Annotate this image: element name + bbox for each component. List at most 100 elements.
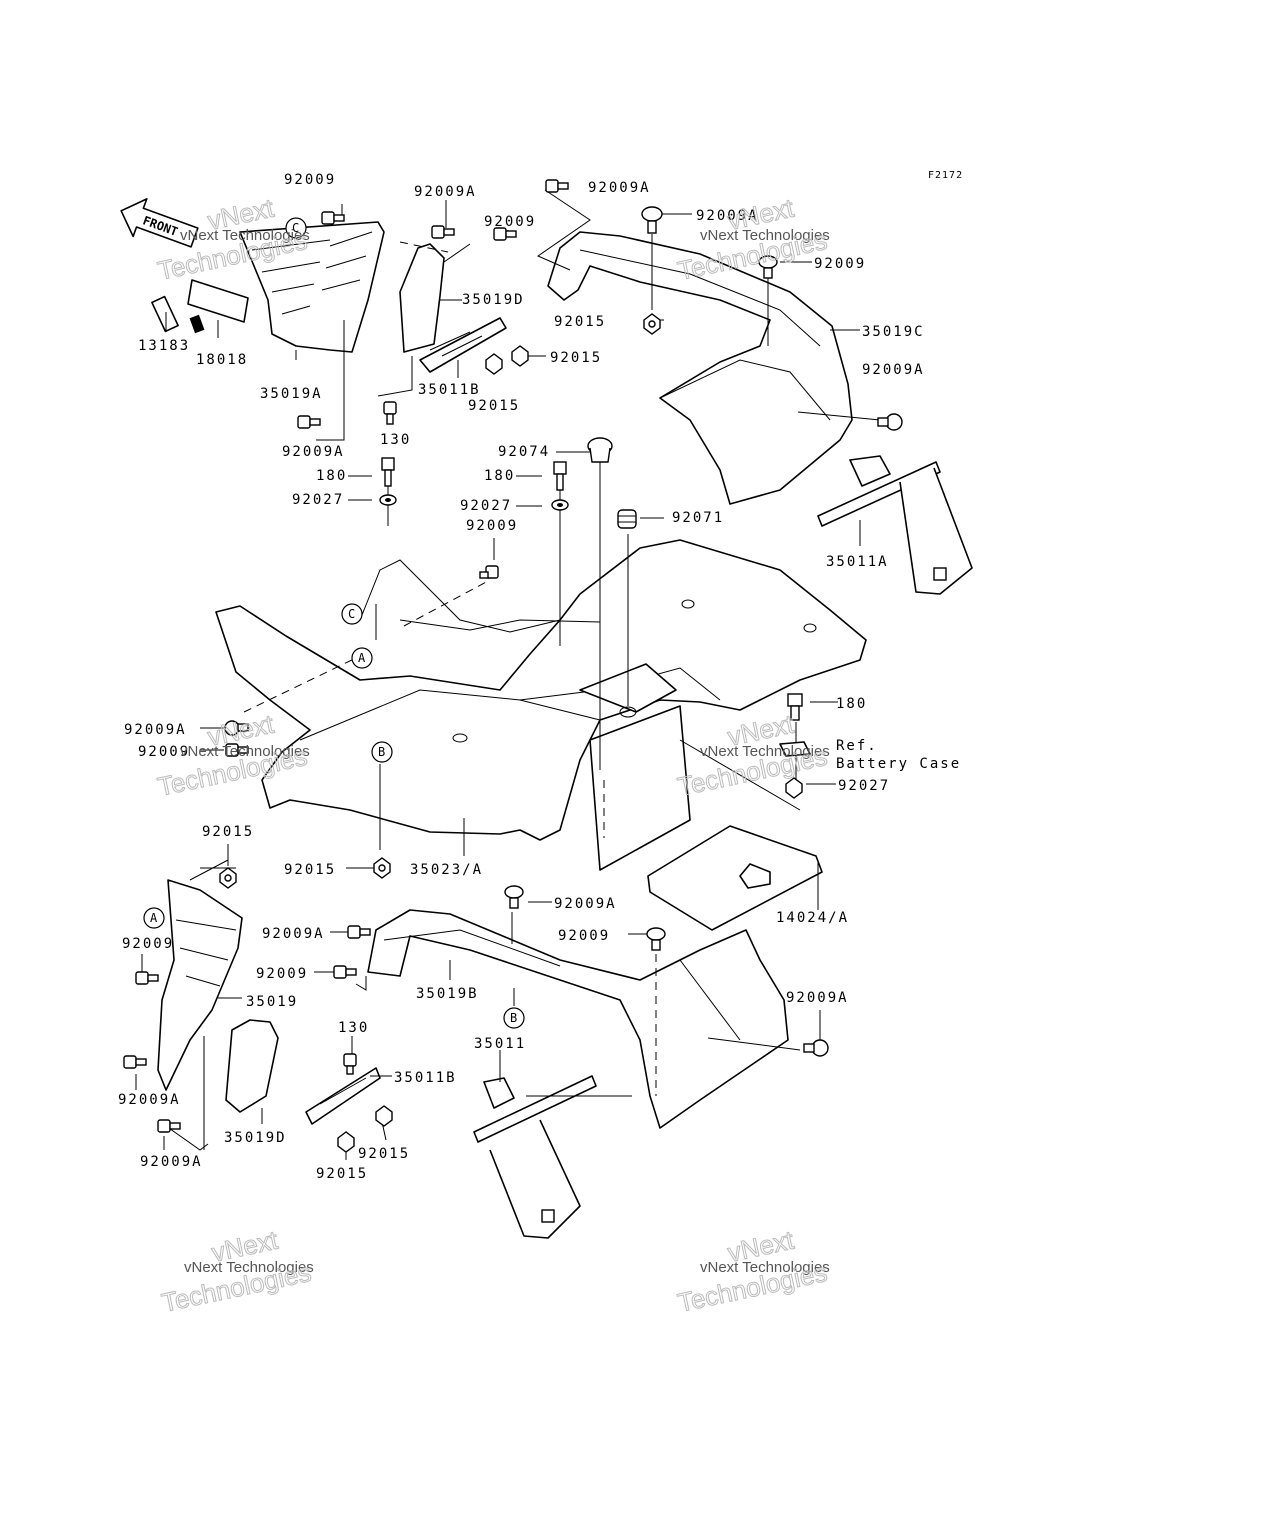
part-label: 92009A	[124, 722, 187, 738]
dashed-guides	[243, 241, 657, 1096]
svg-text:vNext Technologies: vNext Technologies	[700, 1259, 830, 1276]
front-fender-35019b	[367, 909, 789, 1129]
part-label: 92015	[358, 1146, 410, 1162]
part-label: 92009	[814, 256, 866, 272]
part-label: 92009A	[140, 1154, 203, 1170]
part-label: 35011B	[418, 382, 481, 398]
part-label: 13183	[138, 338, 190, 354]
watermark: vNext Technologies vNext Technologies	[675, 1224, 831, 1318]
bolt-icon	[493, 227, 517, 241]
flange-bolt-icon	[803, 1039, 829, 1057]
flange-bolt-icon	[641, 206, 663, 234]
svg-text:vNext Technologies: vNext Technologies	[180, 743, 310, 760]
part-label: 92009A	[262, 926, 325, 942]
part-label: 92009A	[696, 208, 759, 224]
part-label: 130	[380, 432, 411, 448]
part-label: 180	[484, 468, 515, 484]
part-label: 92027	[838, 778, 890, 794]
part-label: 35011A	[826, 554, 889, 570]
bolt-icon	[431, 225, 455, 239]
bracket-35011a	[817, 455, 973, 595]
hex-bolt-icon	[553, 461, 567, 491]
watermark: vNext Technologies vNext Technologies	[675, 708, 831, 802]
part-label: 130	[338, 1020, 369, 1036]
flange-bolt-icon	[646, 927, 666, 951]
nut-icon	[643, 313, 661, 335]
svg-text:vNext Technologies: vNext Technologies	[180, 227, 310, 244]
part-label: 92009	[138, 744, 190, 760]
figure-code: F2172	[928, 170, 963, 181]
flange-bolt-icon	[504, 885, 524, 909]
flange-bolt-icon	[758, 255, 778, 279]
washer-icon	[551, 499, 569, 511]
nut-icon	[373, 857, 391, 879]
bolt-icon	[225, 743, 249, 757]
part-label: 92027	[460, 498, 512, 514]
nut-icon	[337, 1131, 355, 1153]
part-labels: 92009 92009A 92009A 92009 92009A 92009 3…	[118, 172, 925, 1182]
front-arrow-icon: FRONT	[120, 198, 199, 248]
part-label: 35019A	[260, 386, 323, 402]
part-label: 92009	[484, 214, 536, 230]
nut-icon	[511, 345, 529, 367]
bolt-icon	[333, 965, 357, 979]
part-label: 92009A	[282, 444, 345, 460]
part-label: 35019D	[224, 1130, 287, 1146]
part-label: 92009A	[588, 180, 651, 196]
grommet-icon	[617, 509, 637, 529]
nut-icon	[485, 353, 503, 375]
ref-note-line2: Battery Case	[836, 756, 961, 772]
part-label: 92009	[558, 928, 610, 944]
svg-text:B: B	[510, 1011, 517, 1025]
svg-text:C: C	[292, 221, 299, 235]
part-label: 180	[316, 468, 347, 484]
part-label: 35023/A	[410, 862, 483, 878]
mudflap-35019d-lower	[225, 1019, 381, 1125]
callout-c-top: C	[285, 217, 307, 239]
callout-b-mid: B	[371, 741, 393, 763]
part-label: 92071	[672, 510, 724, 526]
part-label: 92015	[468, 398, 520, 414]
ref-note-line1: Ref.	[836, 738, 878, 754]
callout-a-mid: A	[351, 647, 373, 669]
bolt-icon	[545, 179, 569, 193]
rear-fender-body-35023a	[215, 539, 867, 871]
bolt-icon	[157, 1119, 181, 1133]
part-label: 35019D	[462, 292, 525, 308]
nut-icon	[375, 1105, 393, 1127]
part-label: 92015	[202, 824, 254, 840]
part-label: 92009	[256, 966, 308, 982]
watermark: vNext Technologies vNext Technologies	[159, 1224, 315, 1318]
svg-text:B: B	[378, 745, 385, 759]
part-label: 35019B	[416, 986, 479, 1002]
bolt-icon	[123, 1055, 147, 1069]
callout-c-mid: C	[341, 603, 363, 625]
part-label: 35011B	[394, 1070, 457, 1086]
part-label: 92015	[316, 1166, 368, 1182]
svg-text:C: C	[348, 607, 355, 621]
svg-text:A: A	[358, 651, 366, 665]
bolt-icon	[321, 211, 345, 225]
part-label: 92009A	[862, 362, 925, 378]
svg-text:A: A	[150, 911, 158, 925]
part-label: 14024/A	[776, 910, 849, 926]
part-label: 92009	[466, 518, 518, 534]
bracket-icon	[779, 741, 811, 757]
part-label: 35011	[474, 1036, 526, 1052]
part-label: 92027	[292, 492, 344, 508]
part-label: 92009	[122, 936, 174, 952]
hex-bolt-icon	[787, 693, 803, 721]
svg-text:vNext Technologies: vNext Technologies	[184, 1259, 314, 1276]
flange-bolt-icon	[224, 720, 249, 736]
part-label: 92009A	[414, 184, 477, 200]
grommet-icon	[587, 437, 613, 463]
mudflap-35019d-upper	[399, 243, 507, 373]
battery-cover-14024a	[647, 825, 823, 931]
flange-bolt-icon	[877, 413, 903, 431]
part-label: 92009	[284, 172, 336, 188]
part-label: 180	[836, 696, 867, 712]
hardware	[123, 179, 903, 1153]
bracket-35011	[473, 1075, 597, 1239]
bolt-icon	[343, 1053, 357, 1075]
